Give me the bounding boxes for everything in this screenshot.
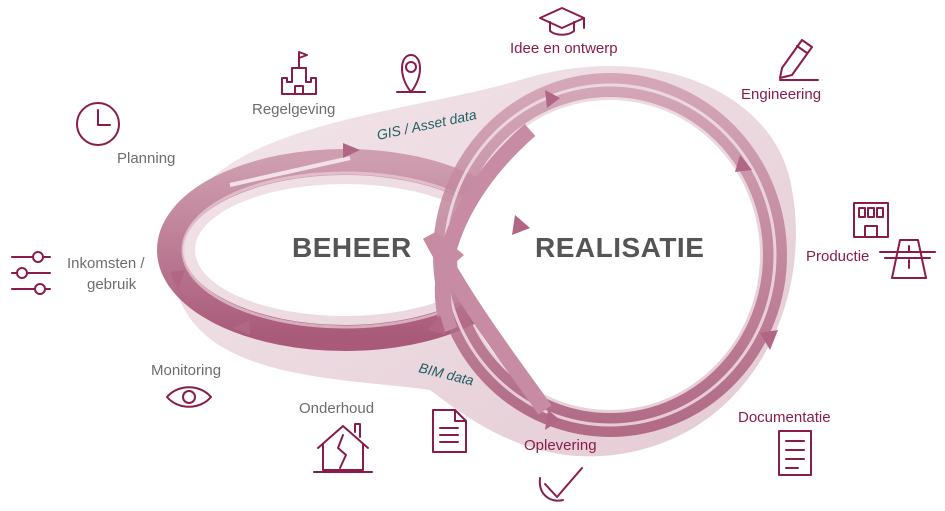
document-icon: [432, 409, 467, 453]
graduation-cap-icon: [539, 7, 585, 36]
stage-documentatie: Documentatie: [738, 409, 831, 426]
factory-icon: [853, 202, 889, 238]
stage-oplevering: Oplevering: [524, 437, 597, 454]
crossover-arcs: [422, 123, 552, 415]
castle-flag-icon: [281, 51, 317, 95]
clipboard-icon: [778, 430, 812, 476]
pencil-icon: [779, 39, 819, 81]
clock-icon: [76, 102, 120, 146]
beheer-title: BEHEER: [292, 232, 412, 263]
sliders-icon: [11, 251, 51, 295]
eye-icon: [166, 386, 212, 408]
stage-inkomsten-line2: gebruik: [87, 276, 137, 293]
stage-inkomsten-line1: Inkomsten /: [67, 255, 145, 272]
stage-idee: Idee en ontwerp: [510, 40, 618, 57]
stage-engineering: Engineering: [741, 86, 822, 103]
stage-productie: Productie: [806, 248, 870, 265]
stage-monitoring: Monitoring: [151, 362, 222, 379]
location-pin-icon: [396, 54, 426, 93]
direction-arrows: [170, 90, 778, 430]
realisatie-title: REALISATIE: [535, 232, 705, 263]
stage-planning: Planning: [117, 150, 176, 167]
stage-onderhoud: Onderhoud: [299, 400, 375, 417]
house-crack-icon: [313, 423, 373, 473]
road-icon: [879, 239, 936, 279]
checkmark-icon: [538, 467, 583, 502]
stage-regelgeving: Regelgeving: [252, 101, 336, 118]
